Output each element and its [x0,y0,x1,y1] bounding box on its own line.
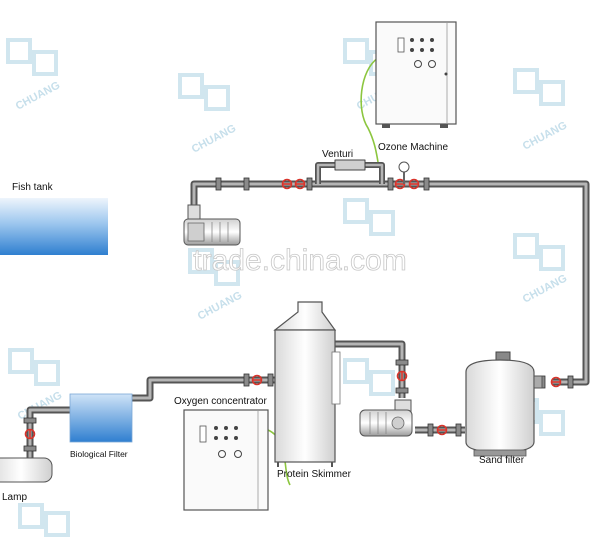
valve-icon [550,376,562,388]
watermark-brand: CHUANG [521,119,569,152]
watermark-brand: CHUANG [521,272,569,305]
watermark-logo: CHUANG [513,68,569,153]
watermark-brand: CHUANG [190,122,238,155]
watermark-brand: CHUANG [16,389,64,422]
valve-icon [281,178,293,190]
valve-icon [24,428,36,440]
valves [24,178,562,440]
valve-icon [396,370,408,382]
label-lamp: Lamp [2,492,27,503]
valve-icon [408,178,420,190]
label-ozone-machine: Ozone Machine [378,142,448,153]
valve-icon [251,374,263,386]
watermark-logo: CHUANG [513,233,569,306]
pressure-gauge-icon [398,161,410,184]
watermark-brand: CHUANG [196,289,244,322]
label-venturi: Venturi [322,149,353,160]
watermark-site: trade.china.com [193,244,406,277]
watermark-logo [343,198,395,236]
valve-icon [294,178,306,190]
air-line-ozone [360,57,379,163]
label-sand-filter: Sand filter [479,455,525,466]
venturi-body [334,159,366,171]
watermark-logo: CHUANG [6,38,62,113]
label-oxygen-concentrator: Oxygen concentrator [174,396,267,407]
circulation-pump [359,399,413,437]
pipe-network [26,159,590,458]
oxygen-concentrator [183,409,269,511]
watermark-brand: CHUANG [14,79,62,112]
watermark-logo [343,358,395,396]
biological-filter [69,393,133,443]
label-biological-filter: Biological Filter [70,449,128,459]
protein-skimmer [273,301,341,467]
label-fish-tank: Fish tank [12,182,54,193]
label-protein-skimmer: Protein Skimmer [277,469,352,480]
uv-lamp [0,457,53,483]
sand-filter [465,351,543,457]
fish-tank [0,198,108,255]
ozone-machine [375,21,457,128]
pump-fish-tank [183,204,241,246]
watermark-logo: CHUANG [178,73,238,156]
valve-icon [436,424,448,436]
watermark-logo [18,503,70,537]
